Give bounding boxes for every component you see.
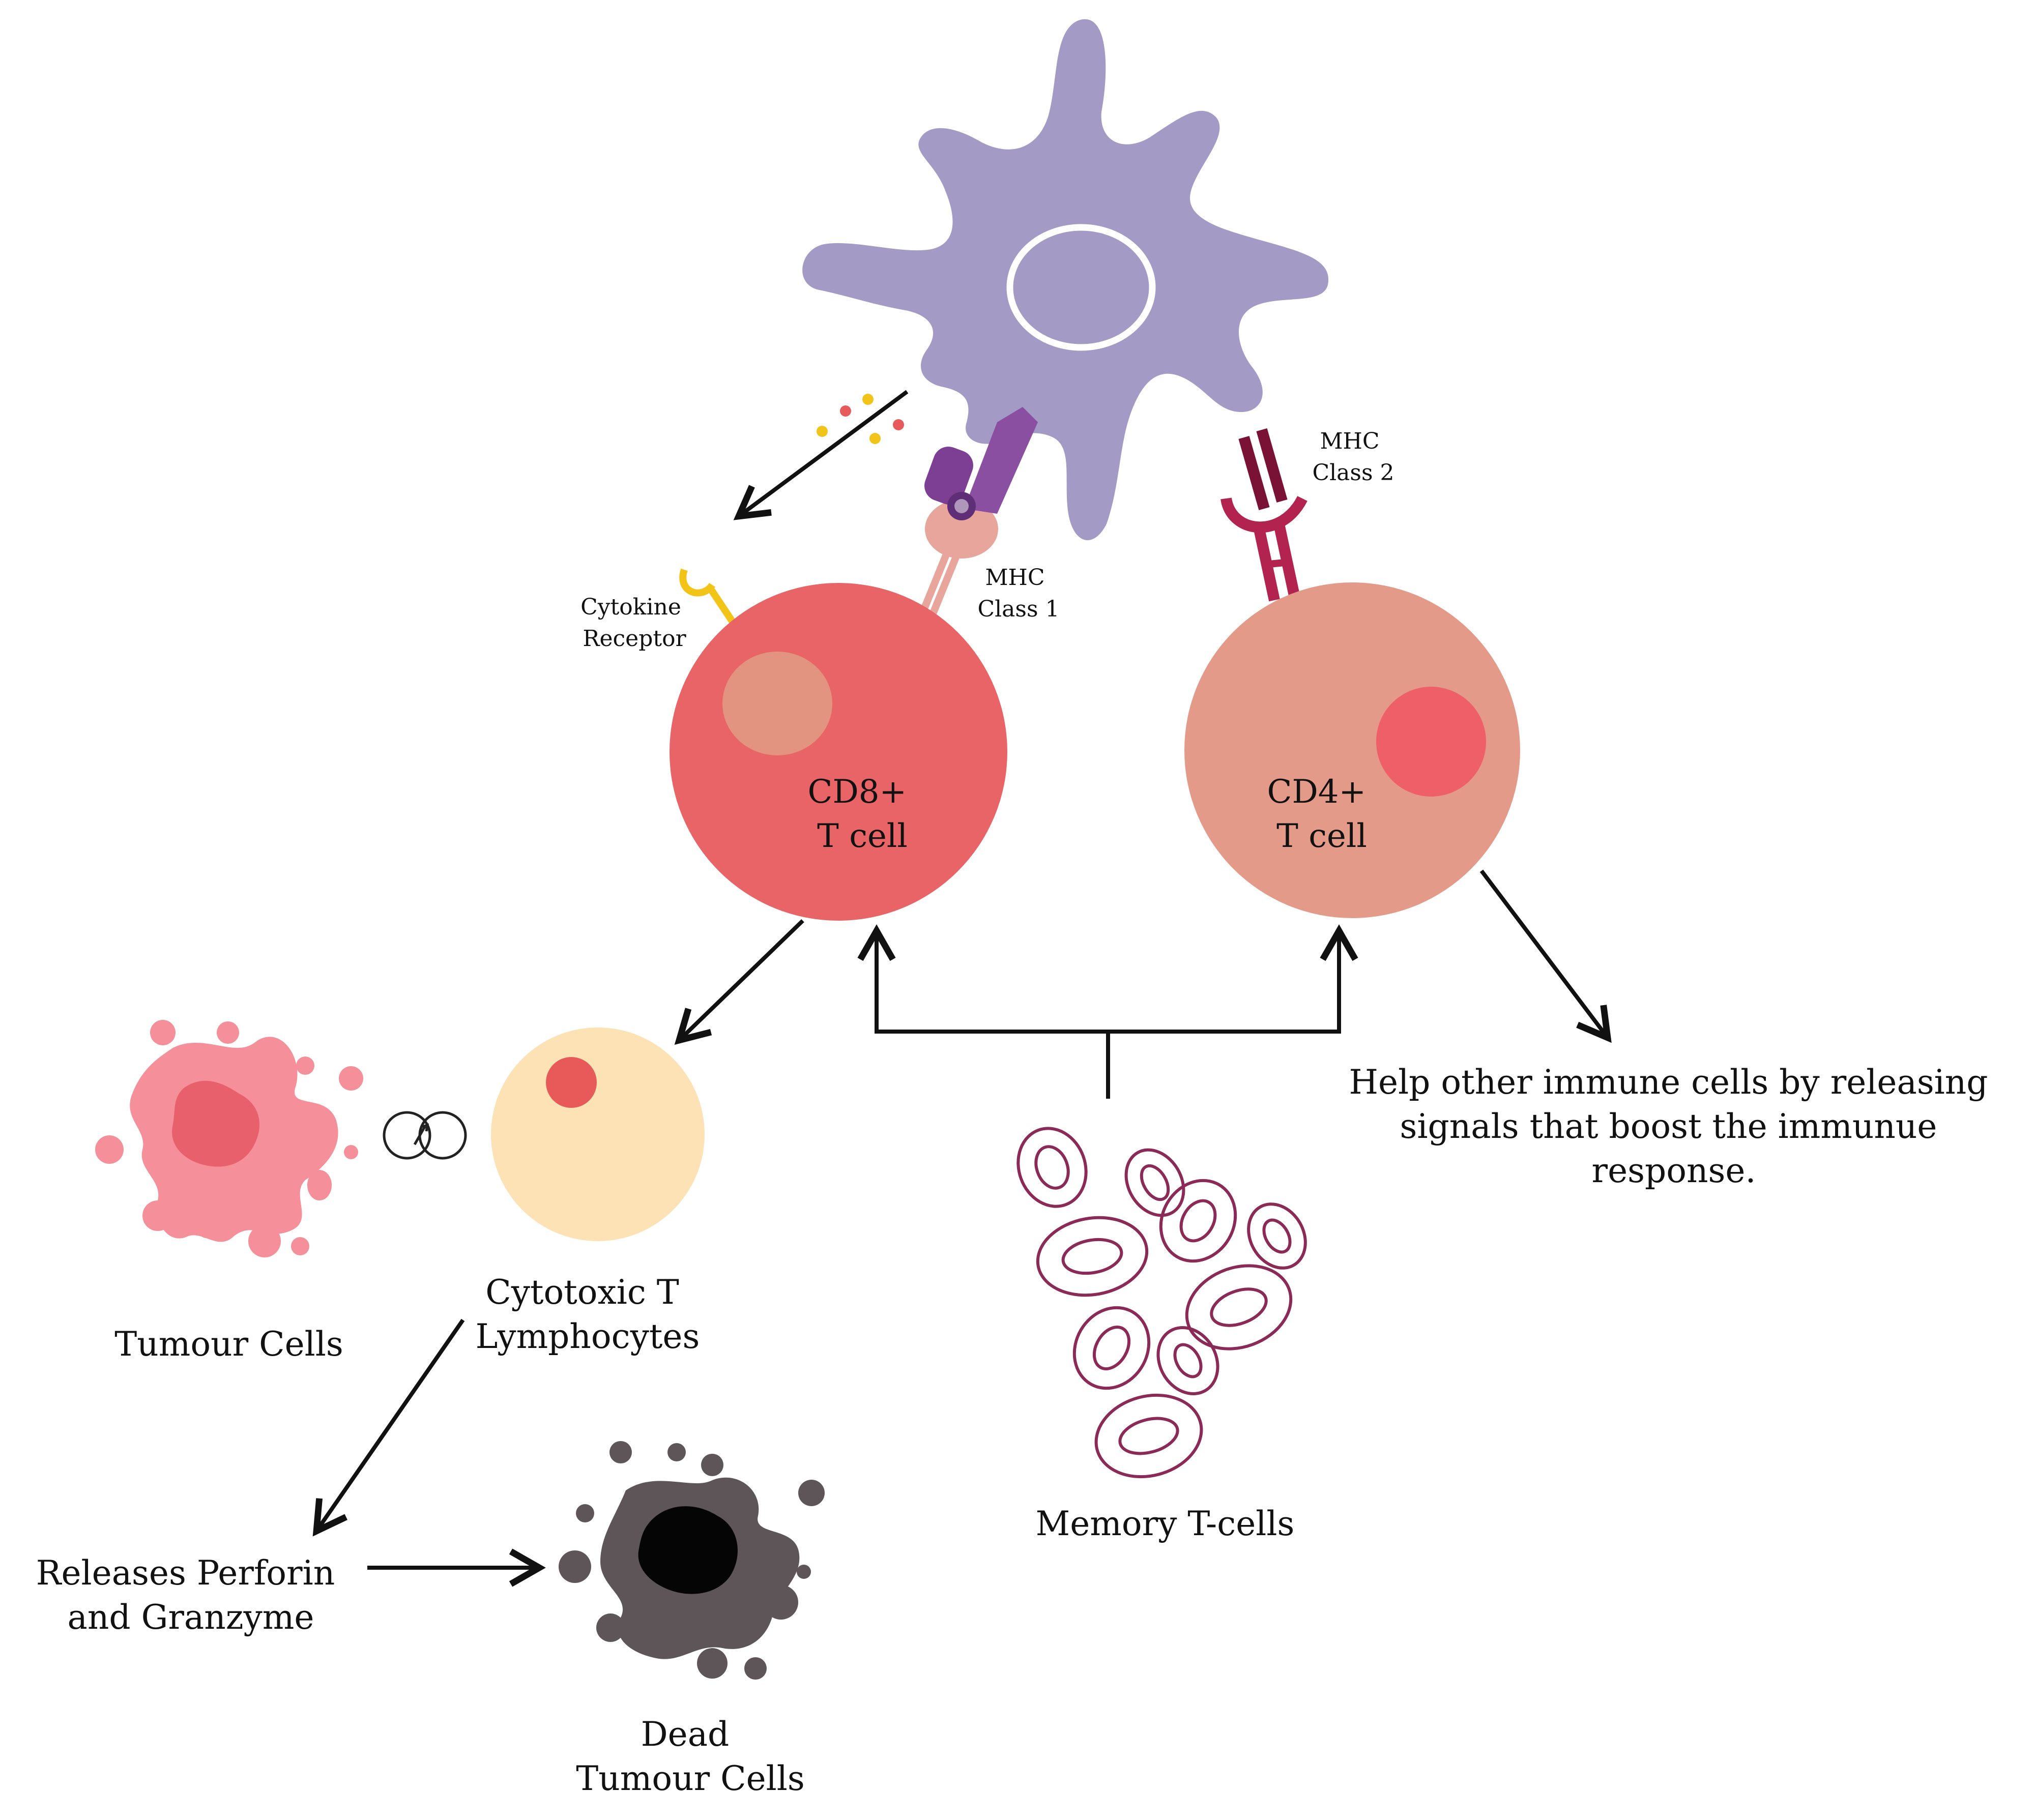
- cycle-icon: [383, 1111, 467, 1160]
- mhc-class-1-label: MHC Class 1: [977, 565, 1059, 622]
- cd4-nucleus: [1376, 687, 1486, 797]
- arrow-cd4-to-help: [1479, 869, 1612, 1043]
- cd8-nucleus: [722, 652, 832, 755]
- dead-tumour-cells: [559, 1441, 825, 1680]
- cd4-t-cell: [1184, 582, 1520, 918]
- releases-label: Releases Perforin and Granzyme: [36, 1553, 345, 1637]
- dendritic-cell: [802, 19, 1329, 541]
- cytokine-arrow: [733, 390, 909, 520]
- cytotoxic-t-cell: [491, 1028, 705, 1241]
- help-text: Help other immune cells by releasing sig…: [1349, 1063, 1998, 1190]
- cd4-label: CD4+ T cell: [1267, 773, 1377, 855]
- cytokine-dots: [817, 394, 904, 444]
- tumour-cells-label: Tumour Cells: [114, 1325, 343, 1364]
- arrow-cd8-to-ctl: [674, 919, 804, 1045]
- mhc-class-1: [894, 407, 1038, 683]
- arrow-ctl-to-release: [312, 1318, 465, 1537]
- cytokine-receptor-icon: [679, 568, 738, 628]
- dead-tumour-label: Dead Tumour Cells: [576, 1715, 805, 1798]
- memory-t-cells-label: Memory T-cells: [1036, 1504, 1295, 1543]
- tumour-cells: [95, 1020, 363, 1257]
- dendritic-nucleus: [1006, 224, 1156, 351]
- cytokine-receptor-label: Cytokine Receptor: [580, 594, 688, 652]
- cytotoxic-label: Cytotoxic T Lymphocytes: [476, 1273, 700, 1356]
- memory-connector: [857, 924, 1358, 1099]
- mhc-class-2-label: MHC Class 2: [1312, 428, 1394, 486]
- cd8-label: CD8+ T cell: [808, 773, 917, 855]
- mhc-class-2: [1220, 428, 1307, 602]
- cd8-t-cell: [670, 583, 1007, 921]
- memory-t-cells: [1016, 1127, 1307, 1479]
